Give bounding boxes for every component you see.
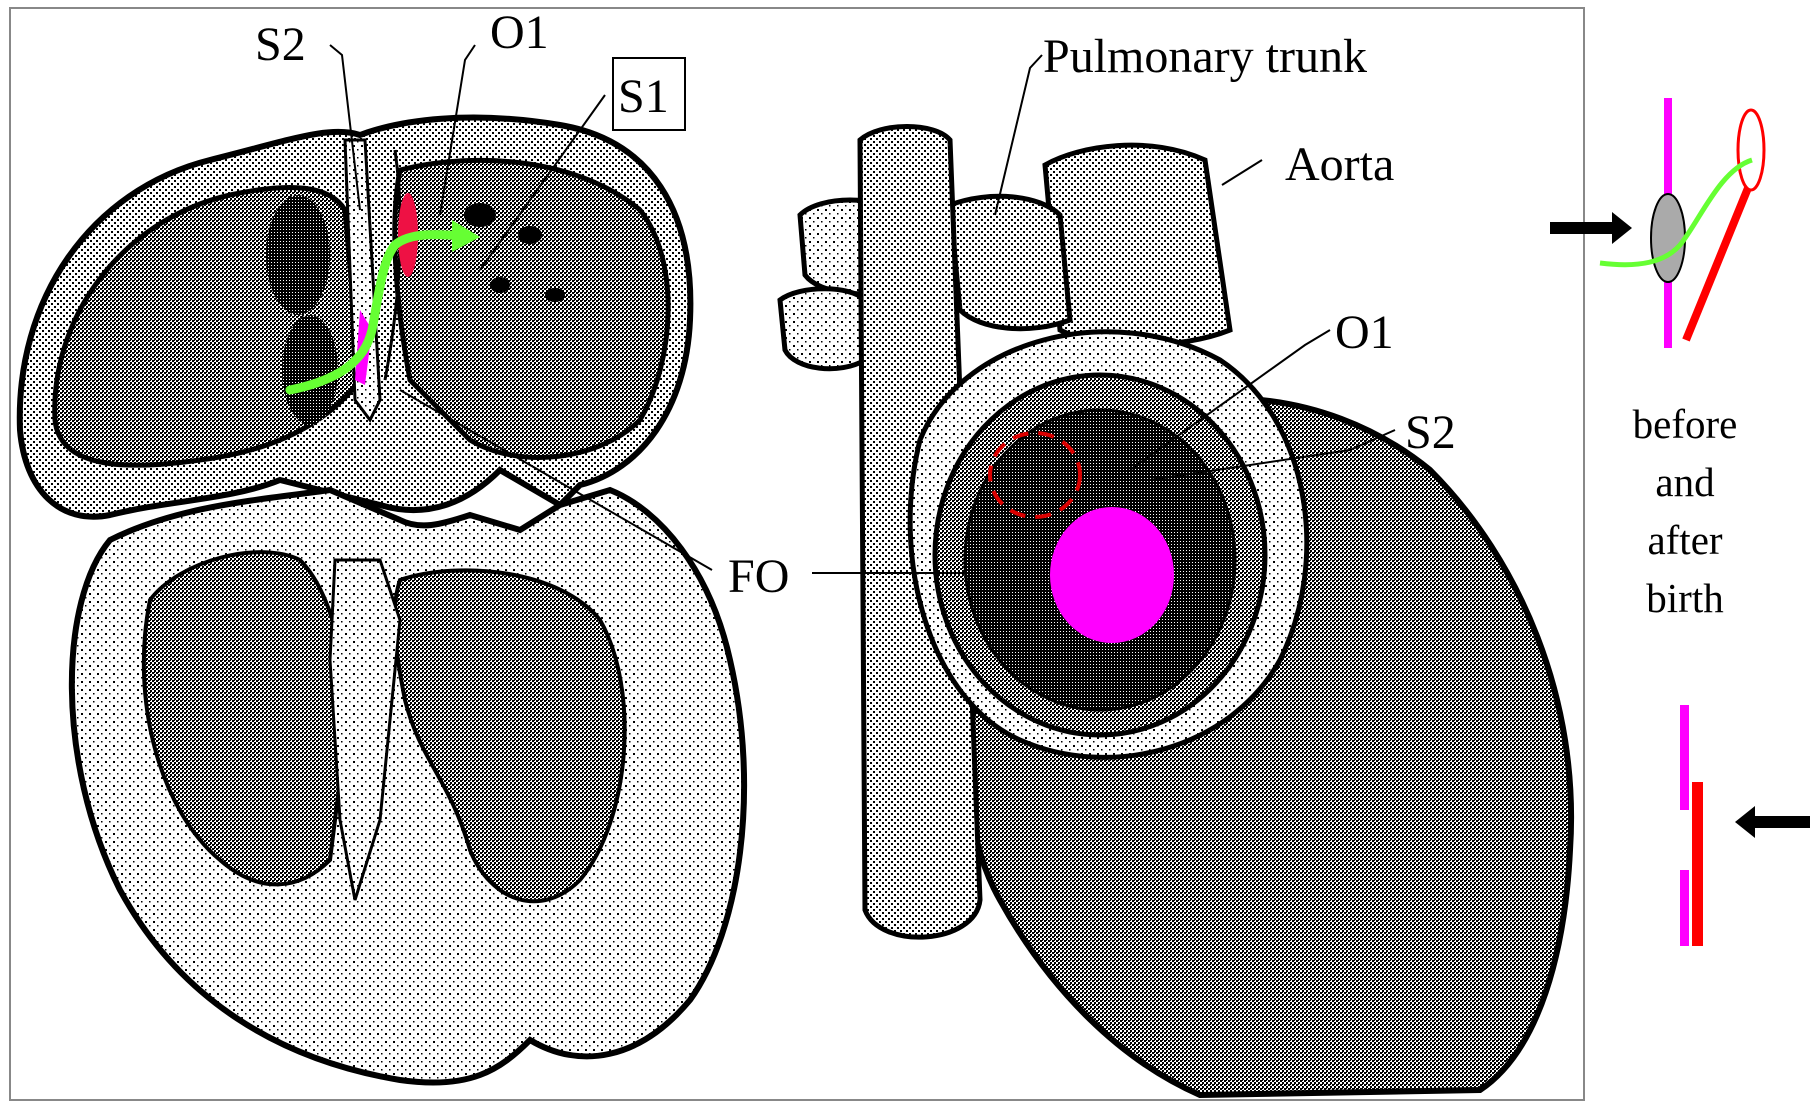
- septum-secundum-line: [1686, 188, 1748, 340]
- pulmonary-branch-lower: [780, 289, 865, 369]
- label-fo: FO: [728, 550, 789, 603]
- schematic-before-birth: [1550, 98, 1764, 348]
- label-s2-left: S2: [255, 18, 306, 71]
- septum-primum-upper: [1680, 705, 1689, 810]
- heart-external-view: [780, 127, 1571, 1096]
- vena-cava-orifice-lower: [282, 315, 338, 425]
- septum-primum-lower: [1680, 870, 1689, 946]
- caption-line-3: after: [1590, 511, 1780, 569]
- ostium-marker: [1738, 110, 1764, 190]
- pulmonary-vein-orifice: [464, 203, 496, 227]
- label-aorta: Aorta: [1285, 138, 1394, 191]
- arrow-right-icon: [1550, 212, 1632, 244]
- arrow-left-icon: [1735, 806, 1810, 838]
- label-o1-right: O1: [1335, 306, 1394, 359]
- heart-section-view: [20, 118, 744, 1083]
- foramen-ovale-marker: [1050, 507, 1174, 643]
- pulmonary-vein-orifice: [545, 288, 565, 302]
- pulmonary-vein-orifice: [518, 226, 542, 244]
- caption-line-2: and: [1590, 453, 1780, 511]
- pulmonary-vein-orifice: [490, 277, 510, 293]
- schematic-after-birth: [1680, 705, 1810, 946]
- pulmonary-trunk: [950, 196, 1070, 328]
- before-after-caption: before and after birth: [1590, 395, 1780, 627]
- label-pulmonary-trunk: Pulmonary trunk: [1043, 30, 1367, 83]
- aorta: [1045, 145, 1230, 345]
- label-o1-top: O1: [490, 6, 549, 59]
- septum-secundum-bar: [1692, 782, 1703, 946]
- caption-line-1: before: [1590, 395, 1780, 453]
- flap-valve: [1651, 194, 1685, 282]
- caption-line-4: birth: [1590, 569, 1780, 627]
- label-s1: S1: [618, 70, 669, 123]
- vena-cava-orifice-upper: [266, 195, 330, 315]
- label-s2-right: S2: [1405, 406, 1456, 459]
